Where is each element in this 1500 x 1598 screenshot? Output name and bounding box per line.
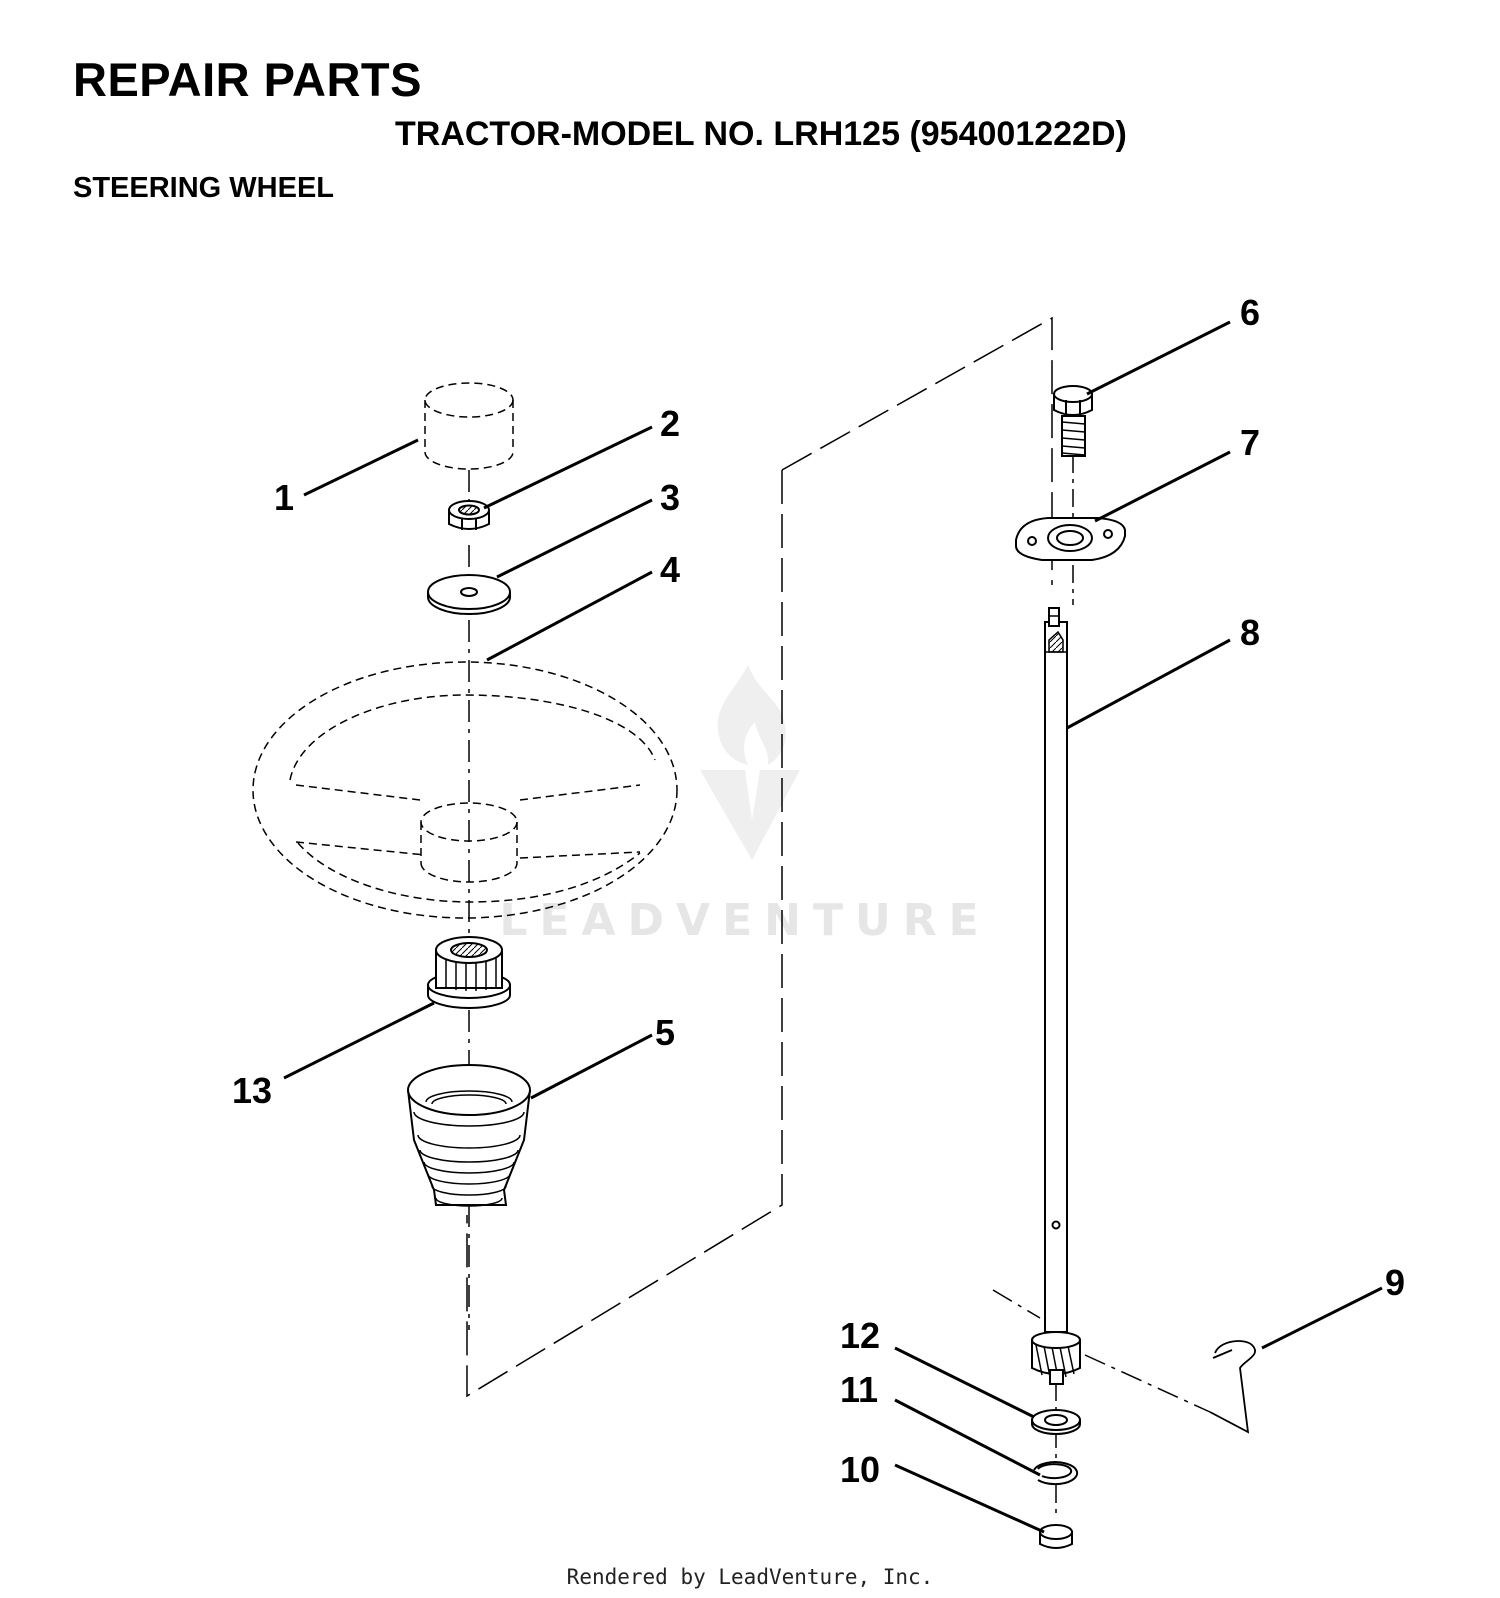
- part-10-bushing: [1039, 1524, 1073, 1549]
- callout-10: 10: [840, 1449, 880, 1490]
- callout-5: 5: [655, 1012, 675, 1053]
- part-11-retaining-ring: [1033, 1461, 1079, 1486]
- watermark: LEADVENTURE: [499, 665, 990, 946]
- part-12-washer: [1031, 1409, 1081, 1435]
- part-3-washer: [427, 574, 511, 615]
- part-1-cap: [424, 382, 514, 470]
- section-heading: STEERING WHEEL: [73, 172, 335, 204]
- callout-12: 12: [840, 1315, 880, 1356]
- callout-11: 11: [840, 1369, 878, 1410]
- callout-1: 1: [274, 477, 294, 518]
- part-4-steering-wheel: [252, 661, 678, 919]
- callout-8: 8: [1240, 612, 1260, 653]
- clip-alignment-line: [992, 1289, 1211, 1413]
- callout-9: 9: [1385, 1262, 1405, 1303]
- part-2-nut: [448, 500, 490, 530]
- callout-13: 13: [232, 1070, 272, 1111]
- callout-7: 7: [1240, 422, 1260, 463]
- watermark-flame-icon: [700, 665, 800, 860]
- part-8-shaft: [1031, 607, 1081, 1385]
- part-9-clip: [1209, 1340, 1256, 1434]
- callout-4: 4: [660, 549, 680, 590]
- part-7-flange: [1015, 517, 1126, 561]
- part-6-bolt: [1053, 385, 1093, 457]
- part-13-adapter: [427, 936, 511, 1009]
- model-subtitle: TRACTOR-MODEL NO. LRH125 (954001222D): [395, 115, 1127, 153]
- page-title: REPAIR PARTS: [73, 53, 422, 106]
- watermark-text: LEADVENTURE: [499, 895, 990, 946]
- callout-2: 2: [660, 403, 680, 444]
- leader-lines: [283, 320, 1383, 1534]
- callout-3: 3: [660, 477, 680, 518]
- footer-credit: Rendered by LeadVenture, Inc.: [566, 1565, 934, 1589]
- assembly-frame: [466, 316, 1053, 1398]
- callout-6: 6: [1240, 292, 1260, 333]
- part-5-boot: [407, 1064, 531, 1207]
